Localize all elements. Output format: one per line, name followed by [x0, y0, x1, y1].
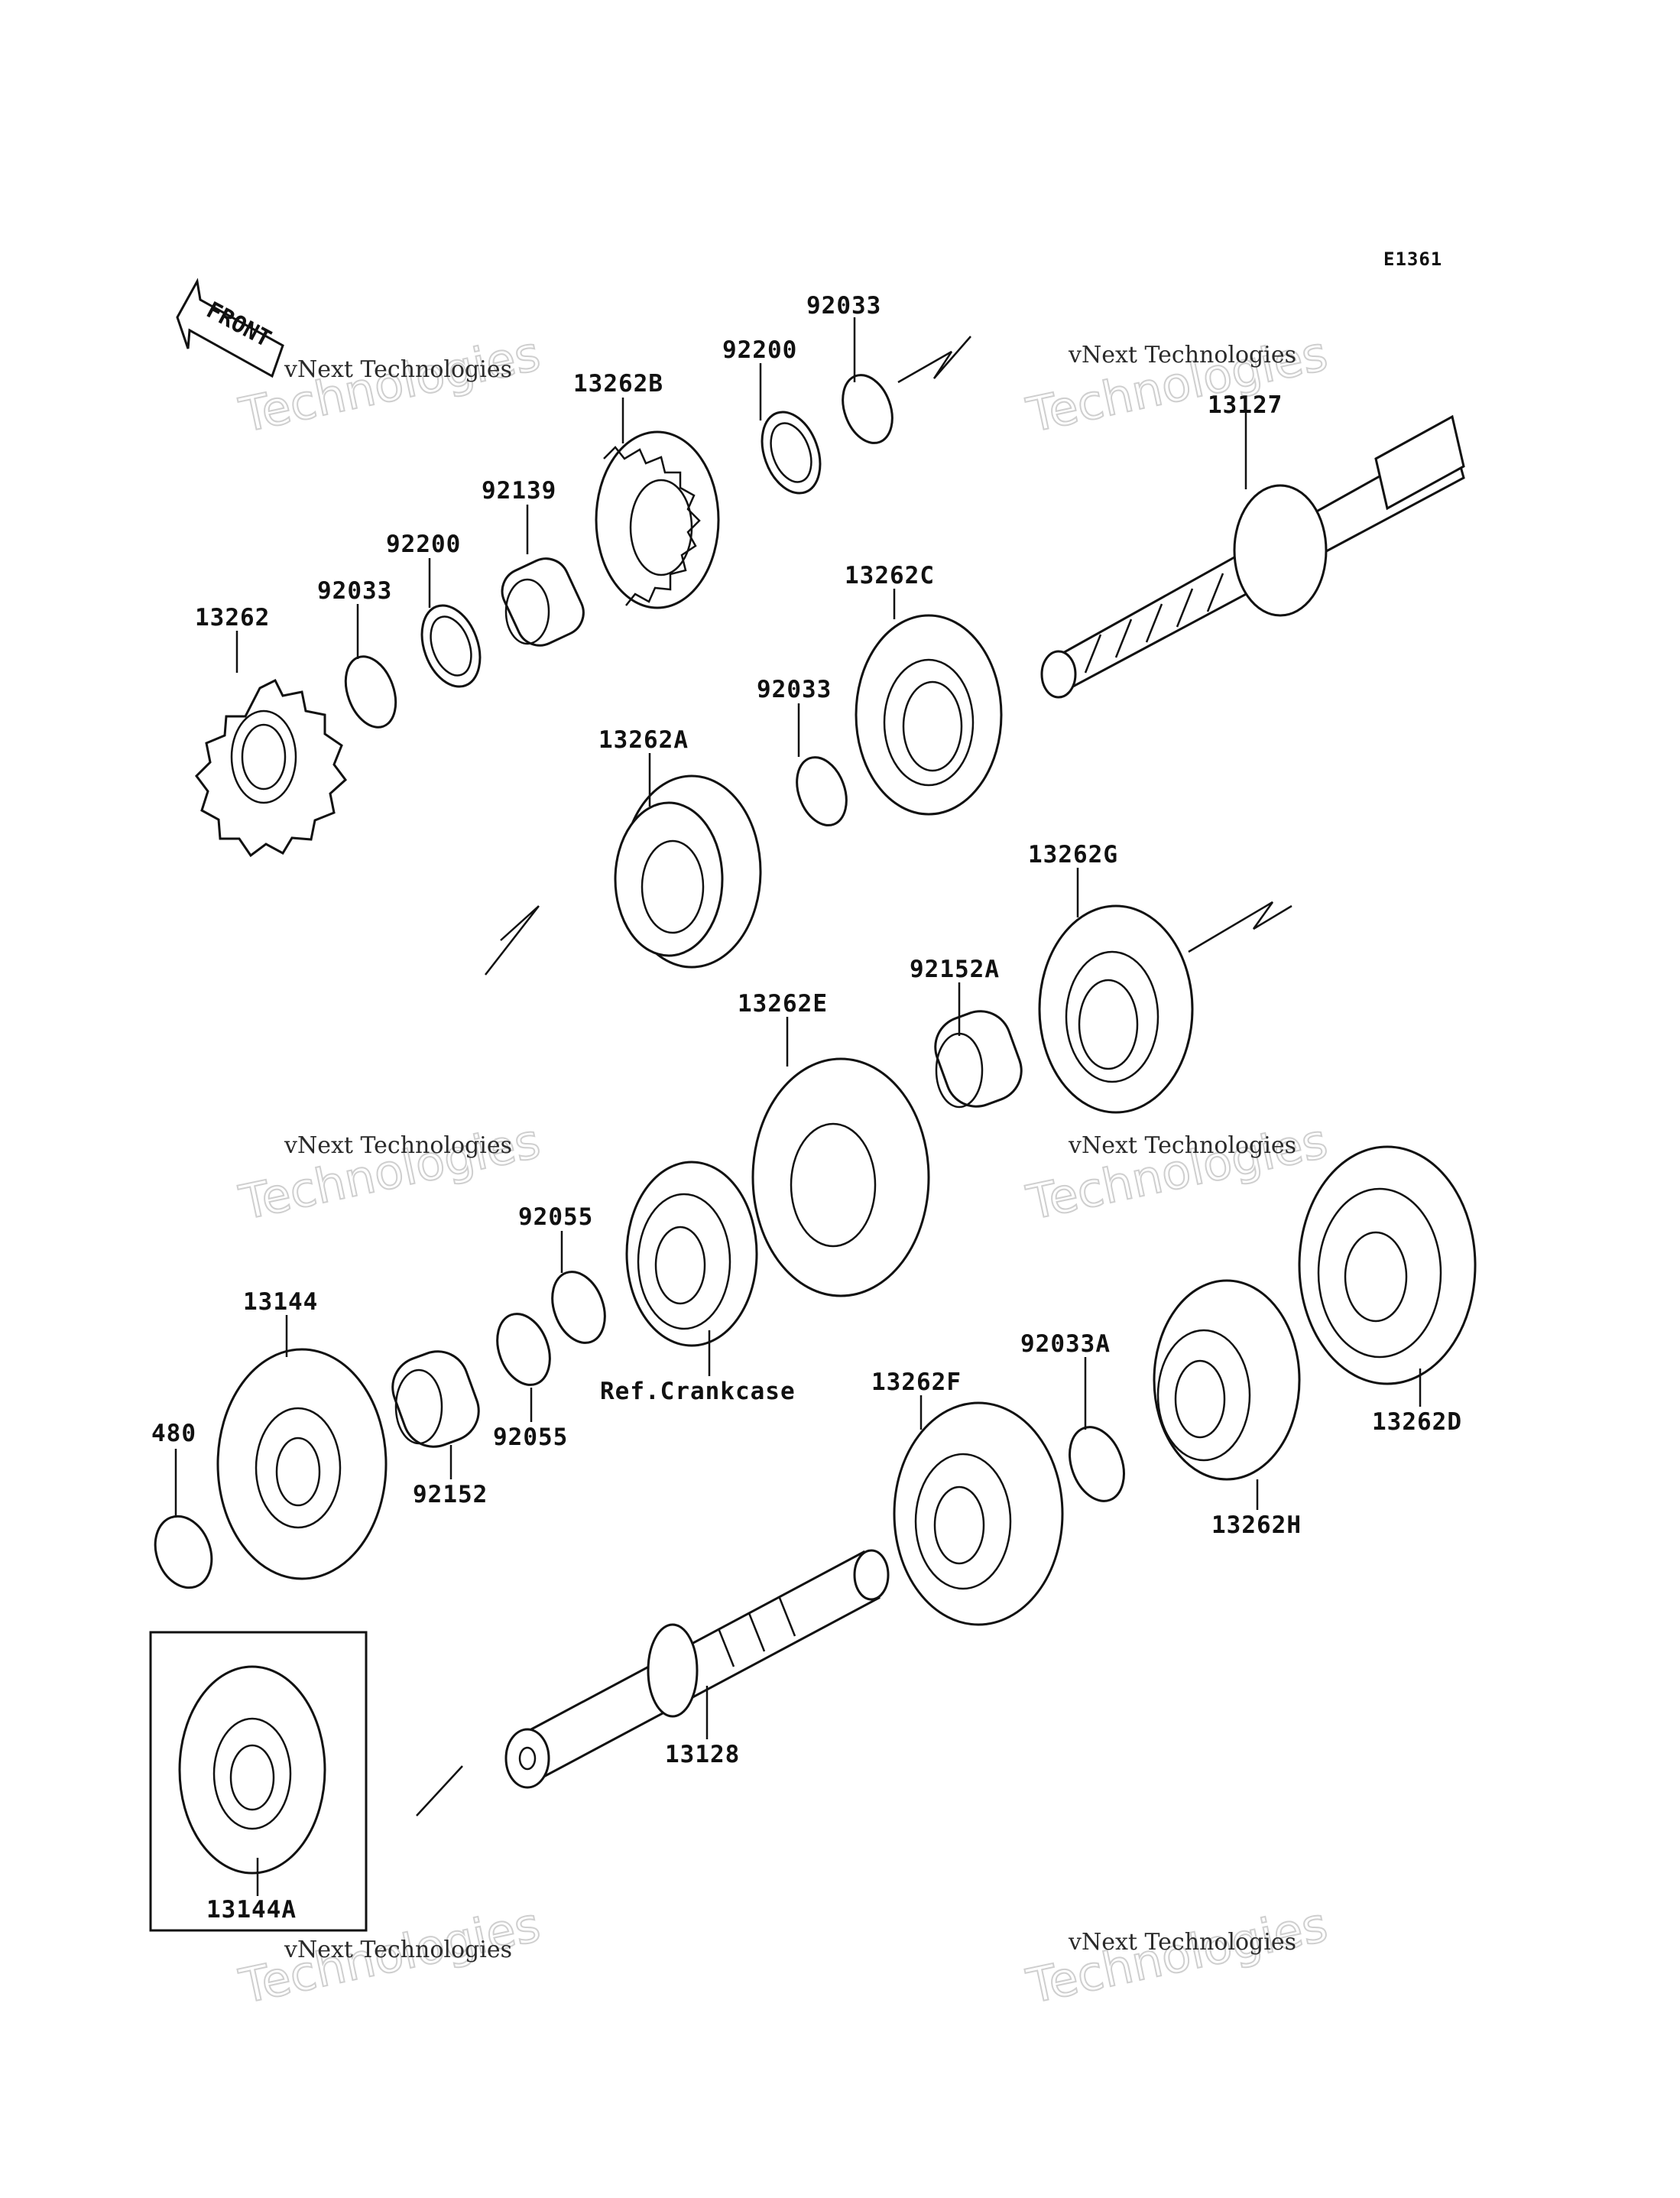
label-92139[interactable]: 92139 — [482, 477, 556, 505]
collar-92152[interactable] — [384, 1343, 487, 1456]
label-92200-top[interactable]: 92200 — [722, 336, 797, 364]
front-arrow-icon: FRONT — [176, 278, 284, 378]
axis-arrow-mid — [485, 905, 540, 976]
gear-13262[interactable] — [195, 678, 348, 858]
oring-92055-top[interactable] — [543, 1265, 615, 1350]
sprocket-13144[interactable] — [216, 1348, 388, 1580]
gear-13262C[interactable] — [855, 614, 1003, 816]
diagram-code: E1361 — [1383, 248, 1442, 270]
label-92200[interactable]: 92200 — [386, 531, 461, 558]
oring-92055-bottom[interactable] — [488, 1307, 559, 1392]
axis-arrow-bottom — [416, 1765, 463, 1817]
label-13262E[interactable]: 13262E — [738, 990, 828, 1018]
label-92152A[interactable]: 92152A — [910, 956, 1000, 983]
washer-92200-top[interactable] — [751, 404, 830, 501]
watermark-mid-right: Technologies vNext Technologies — [1021, 1112, 1333, 1231]
label-92033-left[interactable]: 92033 — [317, 577, 392, 605]
watermark-text: vNext Technologies — [284, 356, 512, 383]
watermark-text: vNext Technologies — [1068, 1132, 1296, 1159]
label-92152[interactable]: 92152 — [413, 1481, 488, 1508]
circlip-92033-top[interactable] — [834, 368, 901, 450]
label-13262F[interactable]: 13262F — [871, 1368, 962, 1396]
watermark-mid-left: Technologies vNext Technologies — [234, 1112, 546, 1231]
circlip-480[interactable] — [146, 1508, 222, 1596]
label-13144A[interactable]: 13144A — [206, 1896, 297, 1924]
label-13128[interactable]: 13128 — [665, 1741, 740, 1768]
shaft-13127[interactable] — [1040, 414, 1465, 699]
circlip-92033A[interactable] — [1060, 1420, 1134, 1509]
gear-13262D[interactable] — [1298, 1145, 1477, 1385]
gear-13262E[interactable] — [751, 1057, 930, 1297]
label-13262C[interactable]: 13262C — [845, 562, 935, 589]
watermark-big-text: Technologies — [235, 1112, 545, 1230]
label-92055-top[interactable]: 92055 — [518, 1203, 593, 1231]
label-13262G[interactable]: 13262G — [1028, 841, 1118, 868]
label-13262H[interactable]: 13262H — [1211, 1511, 1302, 1539]
watermark-text: vNext Technologies — [1068, 1929, 1296, 1956]
watermark-text: vNext Technologies — [1068, 342, 1296, 368]
gear-13262H[interactable] — [1153, 1279, 1301, 1481]
label-13127[interactable]: 13127 — [1208, 391, 1283, 419]
circlip-92033-mid[interactable] — [788, 751, 855, 833]
shaft-13128[interactable] — [504, 1549, 890, 1789]
label-13262B[interactable]: 13262B — [573, 370, 663, 398]
watermark-top-right: Technologies vNext Technologies — [1021, 324, 1333, 443]
gear-13262G[interactable] — [1038, 904, 1194, 1114]
watermark-text: vNext Technologies — [284, 1132, 512, 1159]
gear-13262B[interactable] — [595, 430, 720, 609]
washer-92200-left[interactable] — [411, 597, 490, 694]
label-92055-bottom[interactable]: 92055 — [493, 1424, 568, 1451]
watermark-bottom-right: Technologies vNext Technologies — [1021, 1895, 1333, 2015]
label-480[interactable]: 480 — [151, 1420, 196, 1447]
label-13262A[interactable]: 13262A — [598, 726, 689, 754]
collar-92152A[interactable] — [926, 1003, 1030, 1115]
gear-13262A[interactable] — [614, 774, 762, 969]
label-92033-top[interactable]: 92033 — [806, 292, 881, 320]
gear-13262F[interactable] — [893, 1401, 1064, 1626]
axis-arrow-top — [897, 336, 971, 384]
watermark-top-left: Technologies vNext Technologies — [234, 324, 546, 443]
label-13144[interactable]: 13144 — [243, 1288, 318, 1316]
label-92033-mid[interactable]: 92033 — [757, 676, 832, 703]
watermark-text: vNext Technologies — [284, 1937, 512, 1963]
label-13262D[interactable]: 13262D — [1372, 1408, 1462, 1436]
circlip-92033-left[interactable] — [336, 650, 404, 735]
label-ref-crankcase: Ref.Crankcase — [600, 1378, 796, 1405]
label-92033A[interactable]: 92033A — [1020, 1330, 1111, 1358]
bearing-ref-crankcase — [625, 1161, 758, 1347]
label-13262[interactable]: 13262 — [195, 604, 270, 631]
watermark-big-text: Technologies — [1022, 1112, 1332, 1230]
bushing-92139[interactable] — [495, 551, 591, 653]
axis-arrow-right — [1188, 901, 1292, 953]
watermark-big-text: Technologies — [235, 325, 545, 443]
